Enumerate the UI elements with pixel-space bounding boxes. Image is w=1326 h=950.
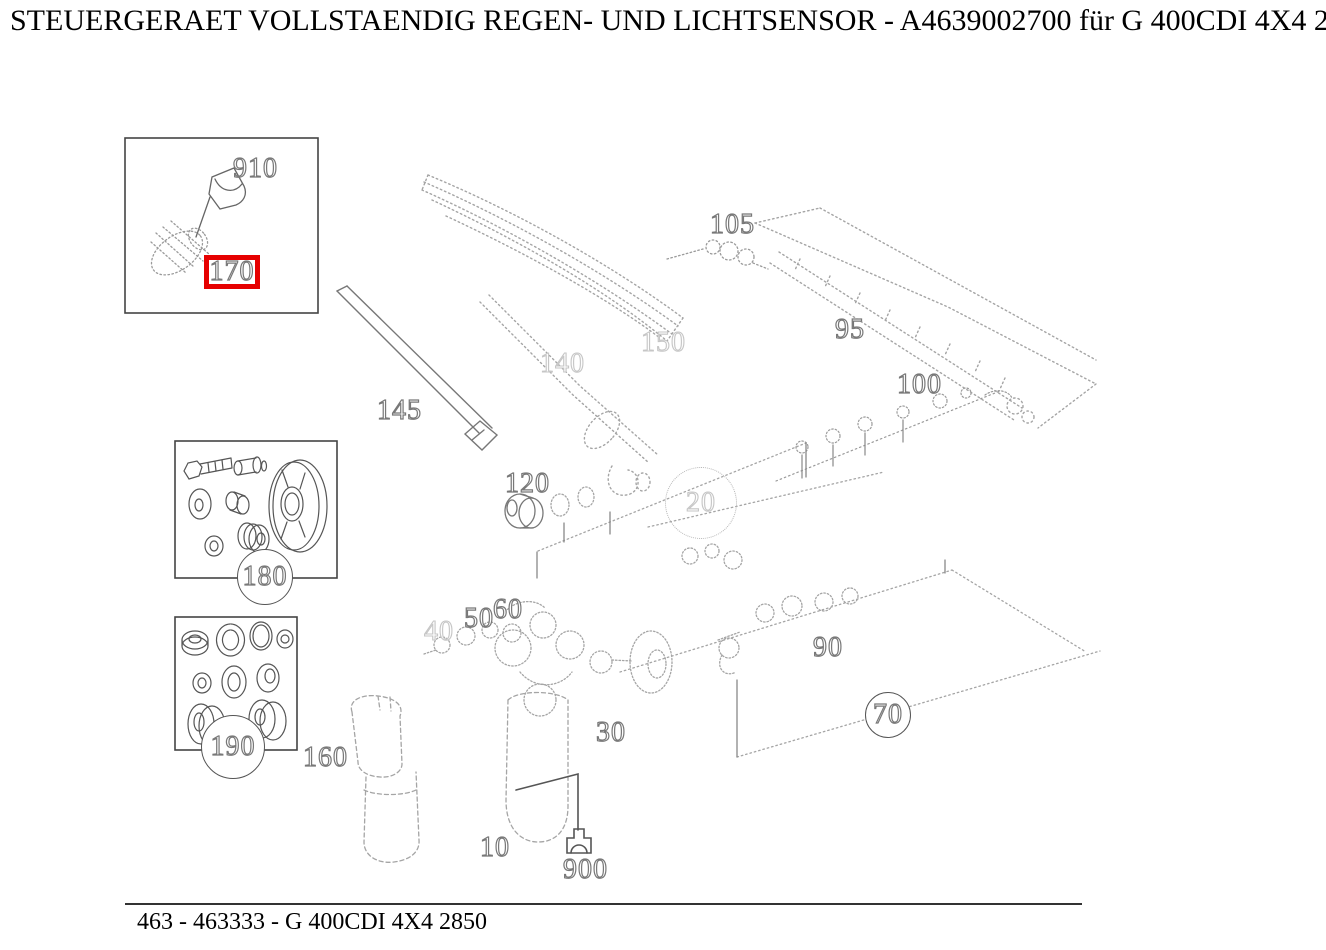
arm-rod-145-drawing	[336, 285, 499, 451]
part-label-10[interactable]: 10	[479, 832, 510, 863]
motor-160-drawing	[350, 694, 420, 863]
wiper-arm-140-drawing	[479, 294, 659, 496]
page-title: STEUERGERAET VOLLSTAENDIG REGEN- UND LIC…	[10, 4, 1326, 37]
sensor-body-170-drawing	[150, 220, 210, 276]
frame-90-70-drawing	[619, 569, 1101, 758]
part-label-160[interactable]: 160	[302, 742, 348, 773]
part-label-190[interactable]: 190	[201, 715, 265, 779]
part-label-30[interactable]: 30	[595, 717, 626, 748]
part-label-910[interactable]: 910	[232, 153, 278, 184]
connector-symbol	[566, 828, 592, 854]
footer-divider	[125, 903, 1082, 905]
arm-nut-105-drawing	[666, 239, 769, 270]
sensor-plug-910-drawing	[195, 167, 247, 238]
part-label-150[interactable]: 150	[640, 327, 686, 358]
part-label-105[interactable]: 105	[709, 209, 755, 240]
part-label-100[interactable]: 100	[896, 369, 942, 400]
part-label-60[interactable]: 60	[492, 594, 523, 625]
part-label-90[interactable]: 90	[812, 632, 843, 663]
part-label-20[interactable]: 20	[665, 467, 737, 539]
wiper-blade-150-drawing	[421, 174, 684, 342]
part-label-140[interactable]: 140	[539, 348, 585, 379]
harness-900-drawing	[515, 772, 592, 854]
part-label-95[interactable]: 95	[834, 314, 865, 345]
cowl-panel-95-drawing	[754, 207, 1097, 429]
footer-caption: 463 - 463333 - G 400CDI 4X4 2850	[137, 909, 487, 935]
part-label-170[interactable]: 170	[204, 255, 260, 289]
part-label-145[interactable]: 145	[376, 395, 422, 426]
part-label-900[interactable]: 900	[562, 854, 608, 885]
part-label-120[interactable]: 120	[504, 468, 550, 499]
sensor-inset-box	[124, 137, 319, 314]
part-label-40[interactable]: 40	[423, 616, 454, 647]
part-label-180[interactable]: 180	[237, 549, 293, 605]
motor-10-drawing	[423, 601, 673, 843]
linkage-fasteners-100-drawing	[775, 387, 1013, 482]
part-label-70[interactable]: 70	[865, 692, 911, 738]
grommet-120-drawing	[504, 493, 544, 529]
part-label-50[interactable]: 50	[463, 603, 494, 634]
